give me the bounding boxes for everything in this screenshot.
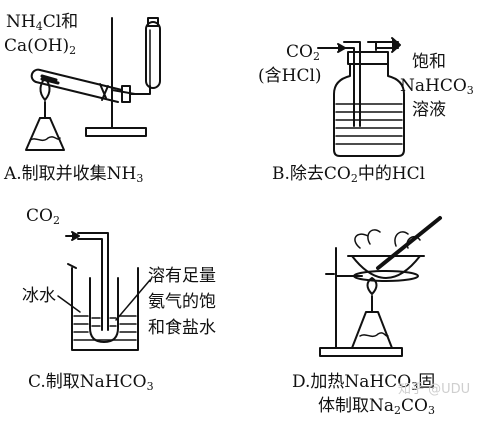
panel-a-caption-sub: 3 bbox=[136, 172, 144, 185]
panel-b-inlet-co-sub: 2 bbox=[312, 50, 320, 63]
panel-d-caption2-co: CO bbox=[401, 396, 428, 416]
panel-b-apparatus bbox=[317, 37, 405, 157]
panel-b-caption: B.除去CO2中的HCl bbox=[272, 164, 425, 189]
panel-d-caption2-main: 体制取Na bbox=[318, 396, 395, 416]
panel-b-caption-sub: 2 bbox=[350, 172, 358, 185]
panel-d-caption2-sub1: 2 bbox=[394, 404, 402, 417]
panel-c-solution-line2: 氨气的饱 bbox=[148, 292, 216, 312]
panel-c-apparatus bbox=[57, 231, 151, 351]
panel-c-ice-label: 冰水 bbox=[22, 286, 56, 306]
panel-c-gas-label: CO2 bbox=[26, 206, 60, 231]
panel-d-caption-line1: D.加热NaHCO3固 bbox=[292, 372, 435, 397]
panel-a-reagent-line2: Ca(OH)2 bbox=[4, 36, 76, 61]
panel-c-caption: C.制取NaHCO3 bbox=[28, 372, 154, 397]
panel-b-inlet-line1: CO2 bbox=[286, 42, 320, 67]
panel-d-caption2-sub2: 3 bbox=[427, 404, 435, 417]
panel-c-gas-sub: 2 bbox=[52, 214, 60, 227]
panel-d-caption1-sub: 3 bbox=[411, 380, 419, 393]
panel-a-reagent-caoh: Ca(OH) bbox=[4, 36, 70, 56]
panel-b-solution-line2: NaHCO3 bbox=[400, 76, 474, 101]
panel-a-reagent-nh-sub: 4 bbox=[35, 20, 43, 33]
panel-b-solution-nahco: NaHCO bbox=[400, 76, 467, 96]
panel-a-caption-main: A.制取并收集NH bbox=[4, 164, 137, 184]
panel-a-caption: A.制取并收集NH3 bbox=[4, 164, 143, 189]
panel-b-caption-tail: 中的HCl bbox=[357, 164, 426, 184]
panel-b-inlet-co: CO bbox=[286, 42, 313, 62]
panel-a-apparatus bbox=[25, 17, 161, 151]
panel-a-reagent-nh: NH bbox=[6, 12, 36, 32]
panel-c-solution-line1: 溶有足量 bbox=[148, 266, 216, 286]
watermark: 知乎 @UDU bbox=[398, 382, 471, 397]
panel-a-reagent-cl: Cl和 bbox=[42, 12, 79, 32]
panel-d-caption-line2: 体制取Na2CO3 bbox=[318, 396, 435, 421]
panel-b-solution-nahco-sub: 3 bbox=[466, 84, 474, 97]
panel-c-gas-co: CO bbox=[26, 206, 53, 226]
panel-d-caption1-tail: 固 bbox=[418, 372, 436, 392]
panel-a-reagent-caoh-sub: 2 bbox=[69, 44, 77, 57]
panel-b-caption-main: B.除去CO bbox=[272, 164, 351, 184]
panel-b-solution-line1: 饱和 bbox=[412, 52, 446, 72]
panel-b-solution-line3: 溶液 bbox=[412, 100, 446, 120]
panel-b-inlet-line2: (含HCl) bbox=[258, 66, 322, 86]
panel-d-apparatus bbox=[319, 216, 442, 357]
panel-d-caption1-main: D.加热NaHCO bbox=[292, 372, 412, 392]
panel-a-reagent-line1: NH4Cl和 bbox=[6, 12, 78, 37]
panel-c-solution-line3: 和食盐水 bbox=[148, 318, 216, 338]
panel-c-caption-sub: 3 bbox=[146, 380, 154, 393]
panel-c-caption-main: C.制取NaHCO bbox=[28, 372, 147, 392]
